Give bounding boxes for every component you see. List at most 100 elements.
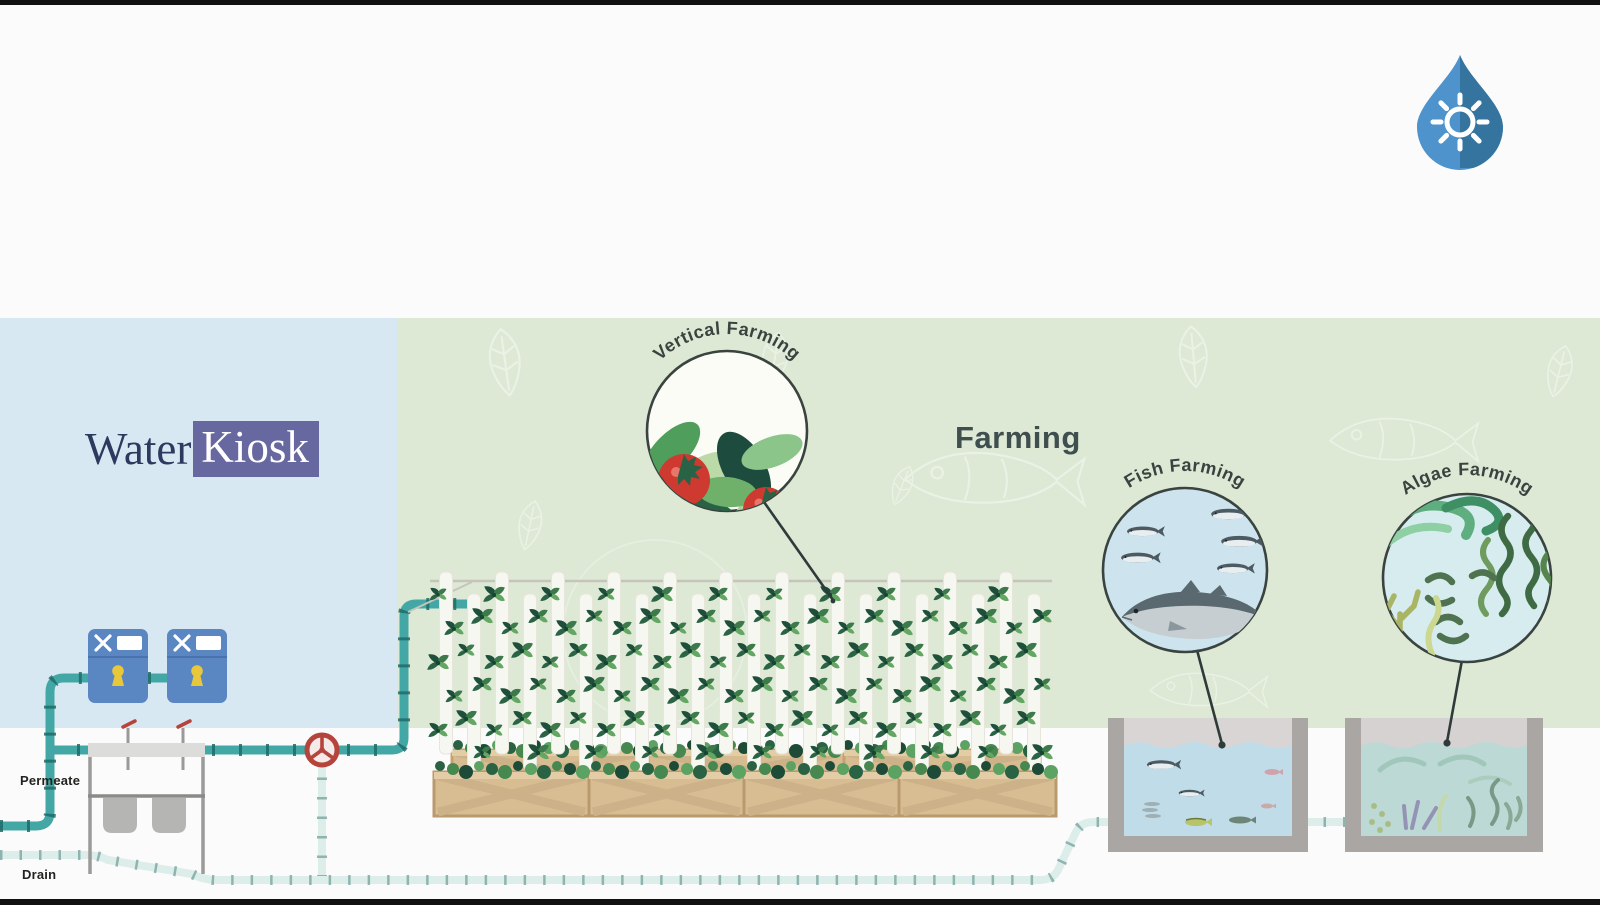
red-valve-wheel-icon [304, 732, 340, 768]
sun-rays [1430, 92, 1490, 152]
hedge-clump [1005, 765, 1019, 779]
hedge-clump [447, 763, 459, 775]
kiosk-machine [88, 629, 148, 703]
faucet-handle [176, 719, 192, 729]
fish-tank [1108, 718, 1308, 852]
sink-basin [103, 798, 137, 833]
permeate-to-farm-pipe [50, 599, 470, 755]
sink-basin [152, 798, 186, 833]
hedge-clump [570, 740, 580, 750]
tank-algae [1369, 754, 1523, 833]
brand-water-text: Water [85, 423, 192, 474]
hedge-clump [903, 761, 913, 771]
hedge-row-front [435, 761, 1058, 779]
hedge-clump [1020, 761, 1030, 771]
grow-tower [455, 593, 493, 771]
drain-label: Drain [22, 867, 57, 882]
vertical-farming-callout [762, 501, 835, 601]
hedge-clump [747, 761, 757, 771]
grow-tower [651, 571, 689, 755]
vertical-farm [407, 571, 1058, 818]
sink-counter [88, 743, 205, 757]
display-panel [117, 636, 142, 650]
hedge-clump [474, 761, 484, 771]
algae-tank [1345, 718, 1543, 852]
sun-icon [1444, 106, 1476, 138]
hedge-clump [798, 763, 810, 775]
display-panel [196, 636, 221, 650]
grow-tower [791, 593, 829, 771]
grow-tower [679, 593, 717, 771]
grow-tower [595, 571, 632, 755]
grow-tower [931, 571, 968, 755]
hedge-clump [1032, 763, 1044, 775]
grow-tower [623, 593, 661, 771]
hedge-clump [942, 761, 952, 771]
water-kiosk-machines [88, 629, 227, 703]
hedge-clump [876, 763, 888, 775]
hedge-clump [552, 761, 562, 771]
permeate-inlet-pipe [0, 673, 88, 831]
hedge-clump [759, 763, 771, 775]
algae-farming-callout [1445, 659, 1464, 743]
sink [88, 719, 205, 874]
hedge-clump [825, 761, 835, 771]
algae-farming-label: Algae Farming [1397, 459, 1537, 499]
drain-pipe-network [0, 758, 1350, 885]
hedge-clump [843, 740, 853, 750]
fish-farming-label: Fish Farming [1121, 455, 1249, 492]
hedge-clump [537, 765, 551, 779]
grow-tower [707, 571, 745, 755]
grow-tower [763, 571, 800, 755]
hedge-clump [435, 761, 445, 771]
hedge-clump [525, 763, 537, 775]
hedge-clump [1011, 742, 1023, 754]
farming-title: Farming [955, 420, 1081, 455]
hedge-clump [513, 761, 523, 771]
grow-tower [987, 571, 1025, 755]
hedge-clump [915, 763, 927, 775]
svg-text:Algae Farming: Algae Farming [1397, 459, 1538, 499]
tank-fish [1142, 759, 1283, 826]
hedge-clump [576, 765, 590, 779]
keyhole-icon [112, 665, 124, 677]
permeate-pipe-network [0, 598, 470, 832]
letterbox-top [0, 0, 1600, 5]
hedge-clump [621, 742, 633, 754]
hedge-clump [786, 761, 796, 771]
fish-farming-callout [1195, 649, 1224, 745]
hedge-clump [486, 763, 498, 775]
tuna-illustration [1121, 580, 1267, 640]
grow-tower [539, 571, 577, 755]
hedge-clump [591, 761, 601, 771]
permeate-label: Permeate [20, 773, 81, 788]
hedge-clump [888, 765, 902, 779]
hedge-clump [615, 765, 629, 779]
letterbox-bottom [0, 899, 1600, 905]
grow-tower [483, 571, 521, 755]
grow-tower [819, 571, 857, 755]
hedge-clump [810, 765, 824, 779]
hedge-clump [1044, 765, 1058, 779]
planter-row-front [432, 770, 1058, 818]
fish-farming-badge: Fish Farming [1101, 455, 1269, 654]
svg-text:Fish Farming: Fish Farming [1121, 455, 1250, 492]
algae-farming-badge: Algae Farming [1381, 459, 1553, 664]
hedge-clump [771, 765, 785, 779]
hedge-clump [669, 761, 679, 771]
hedge-clump [849, 765, 863, 779]
fish-illustration [1121, 508, 1267, 640]
hedge-clump [954, 763, 966, 775]
hedge-clump [720, 763, 732, 775]
hedge-clump [453, 740, 463, 750]
hedge-clump [927, 765, 941, 779]
hedge-clump [630, 761, 640, 771]
hedge-clump [708, 761, 718, 771]
keyhole-icon [191, 665, 203, 677]
callout-lines [762, 501, 1464, 749]
hedge-clump [693, 765, 707, 779]
hedge-clump [498, 765, 512, 779]
